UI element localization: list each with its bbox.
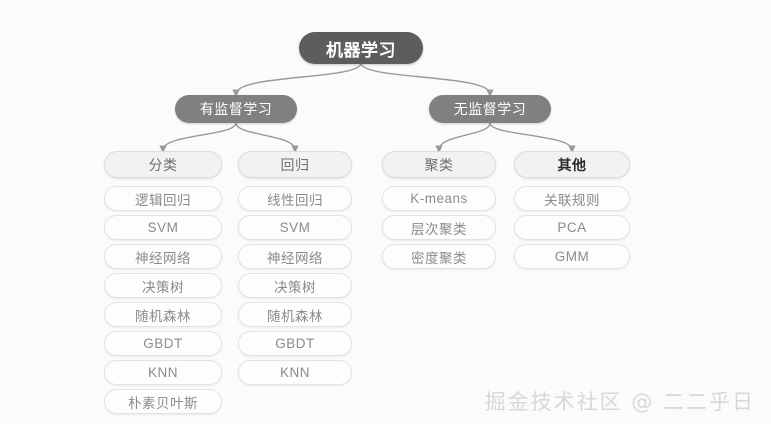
leaf-item[interactable]: 神经网络 (238, 244, 352, 269)
node-classification[interactable]: 分类 (104, 151, 222, 178)
edge-supervised-to-regression (235, 122, 299, 154)
leaf-item[interactable]: 层次聚类 (382, 215, 496, 240)
leaf-item[interactable]: 决策树 (238, 273, 352, 298)
edge-root-to-unsupervised (360, 62, 494, 98)
leaf-label: KNN (147, 365, 178, 380)
node-regression[interactable]: 回归 (238, 151, 352, 178)
leaf-item[interactable]: 朴素贝叶斯 (104, 389, 222, 414)
edge-root-to-supervised (232, 62, 362, 98)
leaf-item[interactable]: 关联规则 (514, 186, 630, 211)
edge-supervised-to-classification (159, 122, 237, 154)
leaf-label: 神经网络 (135, 250, 191, 266)
leaf-label: K-means (410, 191, 468, 206)
leaf-label: 随机森林 (267, 308, 323, 324)
leaf-item[interactable]: 决策树 (104, 273, 222, 298)
leaf-item[interactable]: 随机森林 (104, 302, 222, 327)
leaf-label: 密度聚类 (411, 250, 467, 266)
leaf-item[interactable]: 线性回归 (238, 186, 352, 211)
leaf-item[interactable]: GBDT (238, 331, 352, 356)
node-unsupervised-label: 无监督学习 (453, 101, 527, 117)
leaf-label: PCA (557, 220, 587, 235)
edge-unsupervised-to-clustering (435, 122, 491, 154)
leaf-label: SVM (279, 220, 311, 235)
leaf-label: SVM (147, 220, 179, 235)
leaf-label: GMM (554, 249, 590, 264)
node-supervised[interactable]: 有监督学习 (175, 95, 297, 123)
node-supervised-label: 有监督学习 (199, 101, 273, 117)
leaf-item[interactable]: GMM (514, 244, 630, 269)
node-root-label: 机器学习 (326, 40, 396, 60)
leaf-item[interactable]: 神经网络 (104, 244, 222, 269)
leaf-label: GBDT (275, 336, 315, 351)
leaf-label: 逻辑回归 (135, 192, 191, 208)
node-root[interactable]: 机器学习 (299, 32, 423, 64)
leaf-item[interactable]: KNN (104, 360, 222, 385)
leaf-item[interactable]: K-means (382, 186, 496, 211)
leaf-item[interactable]: 密度聚类 (382, 244, 496, 269)
node-classification-label: 分类 (148, 156, 178, 173)
leaf-item[interactable]: PCA (514, 215, 630, 240)
leaf-label: 决策树 (142, 279, 184, 295)
leaf-item[interactable]: 逻辑回归 (104, 186, 222, 211)
leaf-item[interactable]: SVM (104, 215, 222, 240)
leaf-label: GBDT (143, 336, 183, 351)
node-clustering[interactable]: 聚类 (382, 151, 496, 178)
node-regression-label: 回归 (280, 156, 310, 173)
node-unsupervised[interactable]: 无监督学习 (429, 95, 551, 123)
node-other[interactable]: 其他 (514, 151, 630, 178)
node-other-label: 其他 (557, 156, 587, 173)
edge-unsupervised-to-other (489, 122, 576, 154)
leaf-label: 朴素贝叶斯 (128, 395, 198, 411)
node-clustering-label: 聚类 (424, 156, 454, 173)
leaf-item[interactable]: SVM (238, 215, 352, 240)
leaf-label: 随机森林 (135, 308, 191, 324)
leaf-label: 层次聚类 (411, 221, 467, 237)
leaf-label: 线性回归 (267, 192, 323, 208)
leaf-label: 关联规则 (544, 192, 600, 208)
leaf-item[interactable]: GBDT (104, 331, 222, 356)
leaf-label: 神经网络 (267, 250, 323, 266)
leaf-item[interactable]: 随机森林 (238, 302, 352, 327)
leaf-label: KNN (279, 365, 310, 380)
watermark-text: 掘金技术社区 @ 二二乎日 (484, 390, 755, 414)
leaf-item[interactable]: KNN (238, 360, 352, 385)
leaf-label: 决策树 (274, 279, 316, 295)
